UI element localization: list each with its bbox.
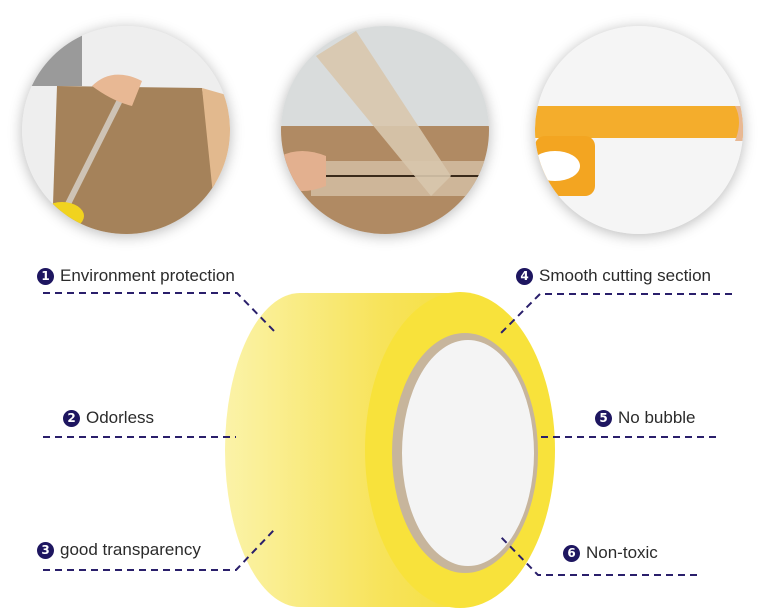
- feature-odorless: 2 Odorless: [63, 408, 154, 428]
- number-badge: 3: [37, 541, 54, 559]
- feature-environment-protection: 1 Environment protection: [37, 266, 235, 286]
- feature-label: Smooth cutting section: [539, 266, 711, 285]
- tape-roll-image: [225, 292, 555, 608]
- feature-non-toxic: 6 Non-toxic: [563, 543, 658, 563]
- feature-no-bubble: 5 No bubble: [595, 408, 696, 428]
- number-badge: 1: [37, 267, 54, 285]
- feature-label: No bubble: [618, 408, 696, 427]
- feature-good-transparency: 3 good transparency: [37, 540, 201, 560]
- tape-cutting-photo: [281, 26, 489, 234]
- feature-label: Environment protection: [60, 266, 235, 285]
- number-badge: 2: [63, 409, 80, 427]
- number-badge: 4: [516, 267, 533, 285]
- box-taping-photo: [22, 26, 230, 234]
- orange-tape-photo: [535, 26, 743, 234]
- number-badge: 5: [595, 409, 612, 427]
- feature-label: Non-toxic: [586, 543, 658, 562]
- number-badge: 6: [563, 544, 580, 562]
- feature-label: Odorless: [86, 408, 155, 427]
- feature-label: good transparency: [60, 540, 201, 559]
- feature-smooth-cutting-section: 4 Smooth cutting section: [516, 266, 711, 286]
